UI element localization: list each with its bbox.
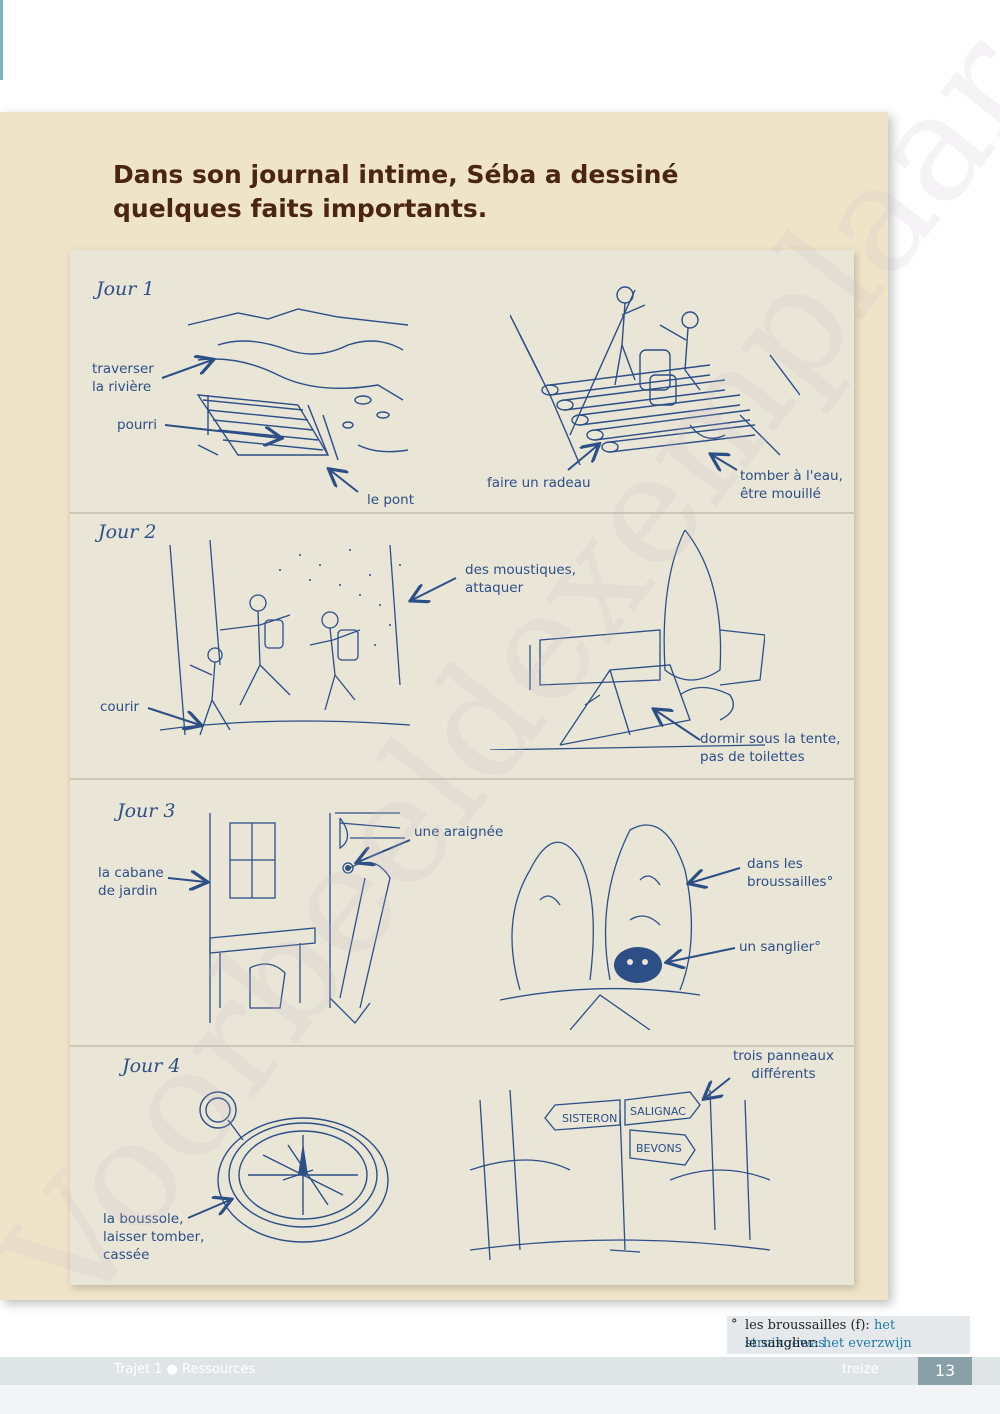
compass-illustration <box>199 1091 389 1243</box>
garden-shed-illustration <box>209 812 405 1024</box>
label-des-moustiques: des moustiques, attaquer <box>465 562 576 596</box>
label-dans-les-broussailles: dans les broussailles° <box>747 856 834 890</box>
mosquitoes-running-illustration <box>159 539 411 736</box>
footnote-marker: ° <box>731 1317 738 1332</box>
label-le-pont: le pont <box>367 492 415 508</box>
signpost-illustration: SISTERON SALIGNAC BEVONS <box>470 1089 770 1261</box>
day-3-label: Jour 3 <box>117 800 176 822</box>
footer-page-word: treize <box>842 1362 879 1377</box>
day-1-label: Jour 1 <box>96 278 155 300</box>
footnote-line-1: les broussailles (f): het struikgewas <box>745 1318 896 1351</box>
label-faire-un-radeau: faire un radeau <box>487 475 591 491</box>
footnote-box: ° les broussailles (f): het struikgewas … <box>727 1316 970 1354</box>
page-title: Dans son journal intime, Séba a dessiné … <box>113 160 679 223</box>
label-dormir-sous-la-tente: dormir sous la tente, pas de toilettes <box>700 731 841 765</box>
footer-section: Trajet 1 ● Ressources <box>114 1362 256 1377</box>
label-pourri: pourri <box>117 417 157 433</box>
bridge-illustration <box>187 308 409 461</box>
paper-fold <box>70 778 854 780</box>
sign-salignac: SALIGNAC <box>630 1105 686 1118</box>
sign-bevons: BEVONS <box>636 1142 682 1155</box>
sign-sisteron: SISTERON <box>562 1112 617 1125</box>
label-tomber-a-l-eau: tomber à l'eau, être mouillé <box>740 468 843 502</box>
day-2-label: Jour 2 <box>98 521 157 543</box>
paper-fold <box>70 1045 854 1047</box>
label-courir: courir <box>100 699 140 715</box>
footnote-line-2: le sanglier: het everzwijn <box>745 1336 912 1351</box>
paper-fold <box>70 512 854 514</box>
footer-bottom-band <box>0 1385 1000 1414</box>
footer-page-number: 13 <box>918 1357 972 1385</box>
label-la-boussole: la boussole, laisser tomber, cassée <box>103 1211 205 1263</box>
tent-illustration <box>490 529 765 750</box>
label-trois-panneaux: trois panneaux différents <box>733 1048 834 1082</box>
raft-illustration <box>510 286 800 466</box>
wild-boar-bushes-illustration <box>500 824 700 1030</box>
label-traverser: traverser la rivière <box>92 361 154 395</box>
label-un-sanglier: un sanglier° <box>739 939 821 955</box>
label-la-cabane: la cabane de jardin <box>98 865 164 899</box>
label-une-araignee: une araignée <box>414 824 504 840</box>
day-4-label: Jour 4 <box>122 1055 181 1077</box>
page-footer: Trajet 1 ● Ressources treize 13 <box>0 1357 1000 1385</box>
left-accent-bar <box>0 0 3 80</box>
